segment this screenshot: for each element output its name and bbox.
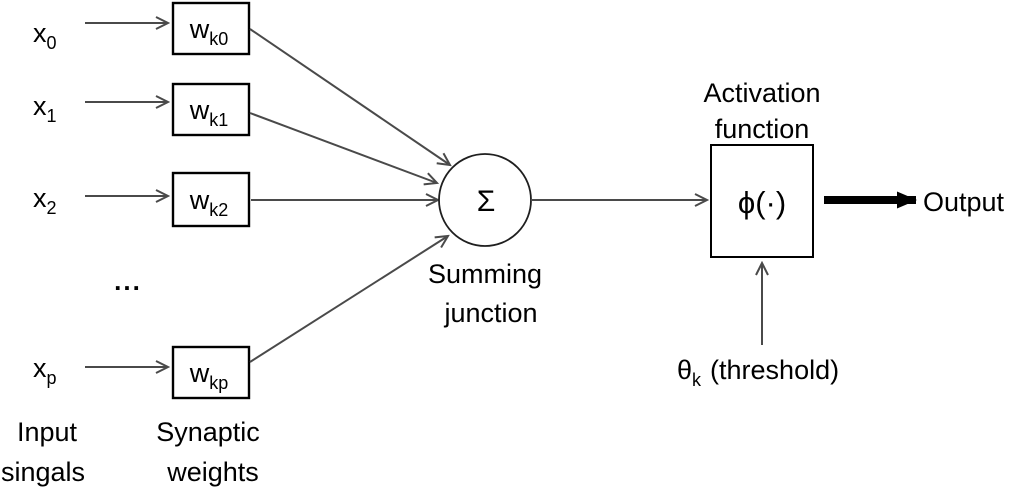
weight-label-wk2: wk2 — [189, 185, 229, 220]
weight-label-wk1: wk1 — [189, 95, 229, 130]
arrow-wk1-to-sum — [249, 112, 437, 183]
weight-box-wk0 — [171, 1, 251, 56]
phi-symbol: ϕ(·) — [738, 185, 786, 220]
weight-box-wk1 — [171, 82, 251, 137]
input-label-x1: x1 — [33, 91, 57, 126]
caption-input-line2: singals — [1, 457, 85, 487]
weight-box-wk2 — [171, 171, 251, 228]
ellipsis: ... — [114, 266, 142, 296]
weight-label-wk0: wk0 — [189, 14, 229, 49]
caption-weights-line1: Synaptic — [156, 417, 260, 447]
summing-label-line1: Summing — [428, 259, 542, 289]
activation-label-line1: Activation — [703, 78, 820, 108]
input-label-xp: xp — [33, 353, 57, 388]
summing-label-line2: junction — [443, 298, 537, 328]
weight-box-wkp — [171, 345, 251, 400]
activation-label-line2: function — [715, 114, 810, 144]
output-label: Output — [923, 187, 1005, 217]
sigma-symbol: Σ — [477, 185, 496, 218]
caption-weights-line2: weights — [166, 457, 259, 487]
input-label-x0: x0 — [33, 18, 57, 53]
input-label-x2: x2 — [33, 183, 57, 218]
arrow-wk0-to-sum — [249, 28, 450, 165]
weight-label-wkp: wkp — [189, 358, 229, 393]
arrow-wkp-to-sum — [249, 236, 448, 363]
caption-input-line1: Input — [17, 417, 78, 447]
activation-box — [710, 144, 814, 258]
threshold-label: θk(threshold) — [677, 355, 839, 390]
